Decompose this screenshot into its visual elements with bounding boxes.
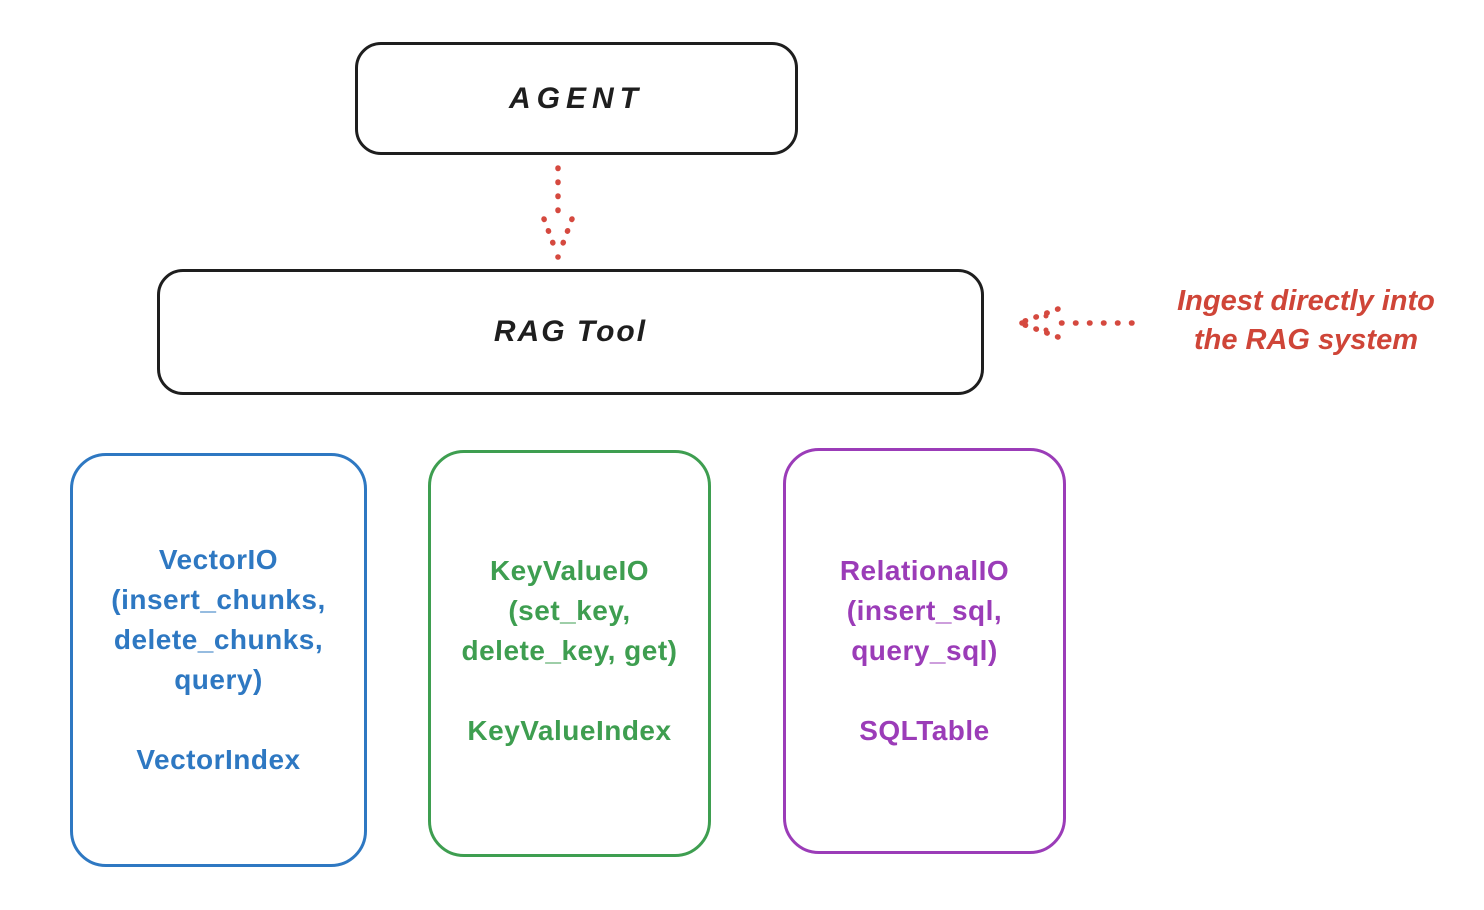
relational-io-methods-line1: (insert_sql, [846,595,1003,626]
vector-io-title: VectorIO [158,544,279,575]
relational-io-card: RelationalIO (insert_sql, query_sql) SQL… [783,448,1066,854]
vector-io-card: VectorIO (insert_chunks, delete_chunks, … [70,453,367,867]
vector-io-methods-line1: (insert_chunks, [111,584,326,615]
ingest-annotation-line2: the RAG system [1193,324,1418,356]
keyvalue-index-label: KeyValueIndex [467,715,672,746]
agent-to-rag-arrow-icon [541,165,575,260]
agent-node: AGENT [355,42,798,155]
keyvalue-io-card: KeyValueIO (set_key, delete_key, get) Ke… [428,450,711,857]
vector-index-label: VectorIndex [136,744,301,775]
vector-io-methods-line3: query) [174,664,263,695]
keyvalue-card-spacer [431,671,708,711]
keyvalue-io-methods-line2: delete_key, get) [461,635,678,666]
keyvalue-io-methods-line1: (set_key, [508,595,631,626]
rag-tool-node: RAG Tool [157,269,984,395]
rag-tool-node-label: RAG Tool [493,315,648,348]
relational-card-spacer [786,671,1063,711]
relational-io-methods-line2: query_sql) [851,635,998,666]
vector-card-spacer [73,700,364,740]
relational-io-title: RelationalIO [839,555,1010,586]
ingest-to-rag-arrow-icon [1019,306,1135,340]
vector-io-methods-line2: delete_chunks, [113,624,324,655]
ingest-annotation-line1: Ingest directly into [1177,285,1435,317]
sql-table-label: SQLTable [859,715,990,746]
agent-node-label: AGENT [509,81,644,115]
keyvalue-io-title: KeyValueIO [489,555,650,586]
ingest-annotation: Ingest directly into the RAG system [1140,282,1472,360]
